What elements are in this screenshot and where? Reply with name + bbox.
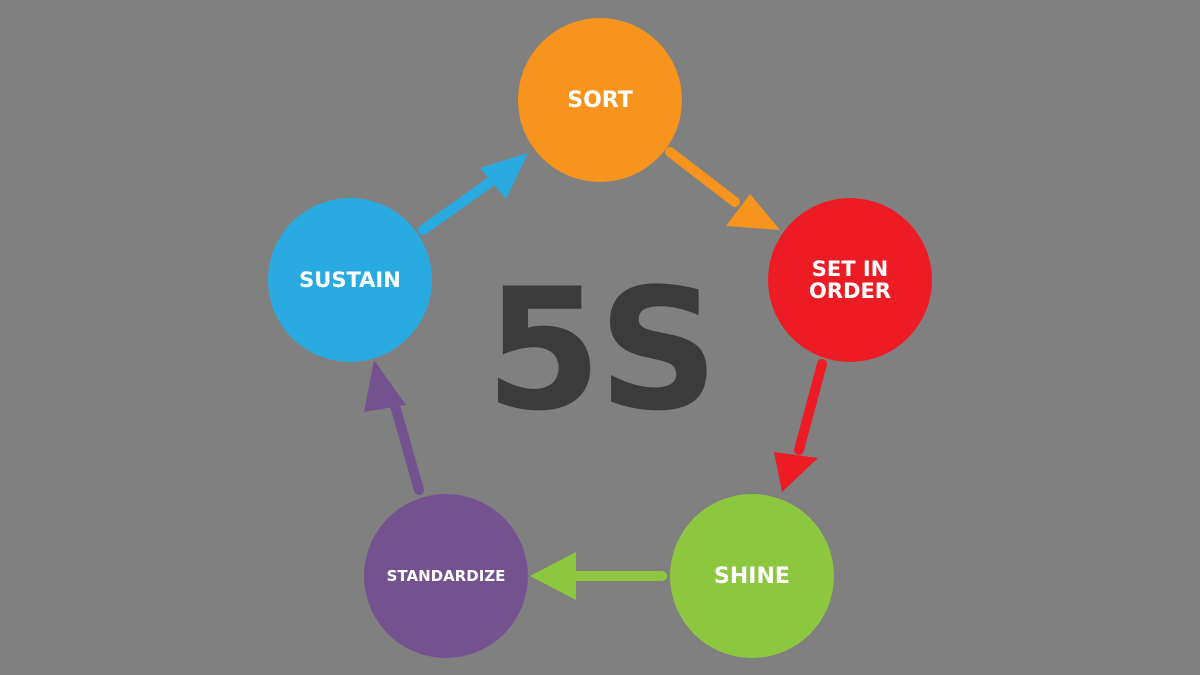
step-standardize-circle: STANDARDIZE <box>364 494 528 658</box>
diagram-title: 5S <box>485 252 719 448</box>
step-sustain-circle: SUSTAIN <box>268 198 432 362</box>
step-sustain-label: SUSTAIN <box>299 268 401 292</box>
arrow-sustain-to-sort <box>418 153 528 235</box>
step-set-in-order-circle: SET IN ORDER <box>768 198 932 362</box>
arrow-set-in-order-to-shine <box>774 359 827 492</box>
step-sort-label: SORT <box>567 87 633 113</box>
arrow-shine-to-standardize <box>530 552 667 600</box>
step-sort-circle: SORT <box>518 18 682 182</box>
step-set-in-order-label: SET IN ORDER <box>809 256 891 303</box>
step-shine-label: SHINE <box>714 563 790 589</box>
step-shine-circle: SHINE <box>670 494 834 658</box>
arrow-standardize-to-sustain <box>364 360 424 495</box>
step-standardize-label: STANDARDIZE <box>386 567 506 585</box>
arrow-sort-to-set-in-order <box>665 147 780 230</box>
